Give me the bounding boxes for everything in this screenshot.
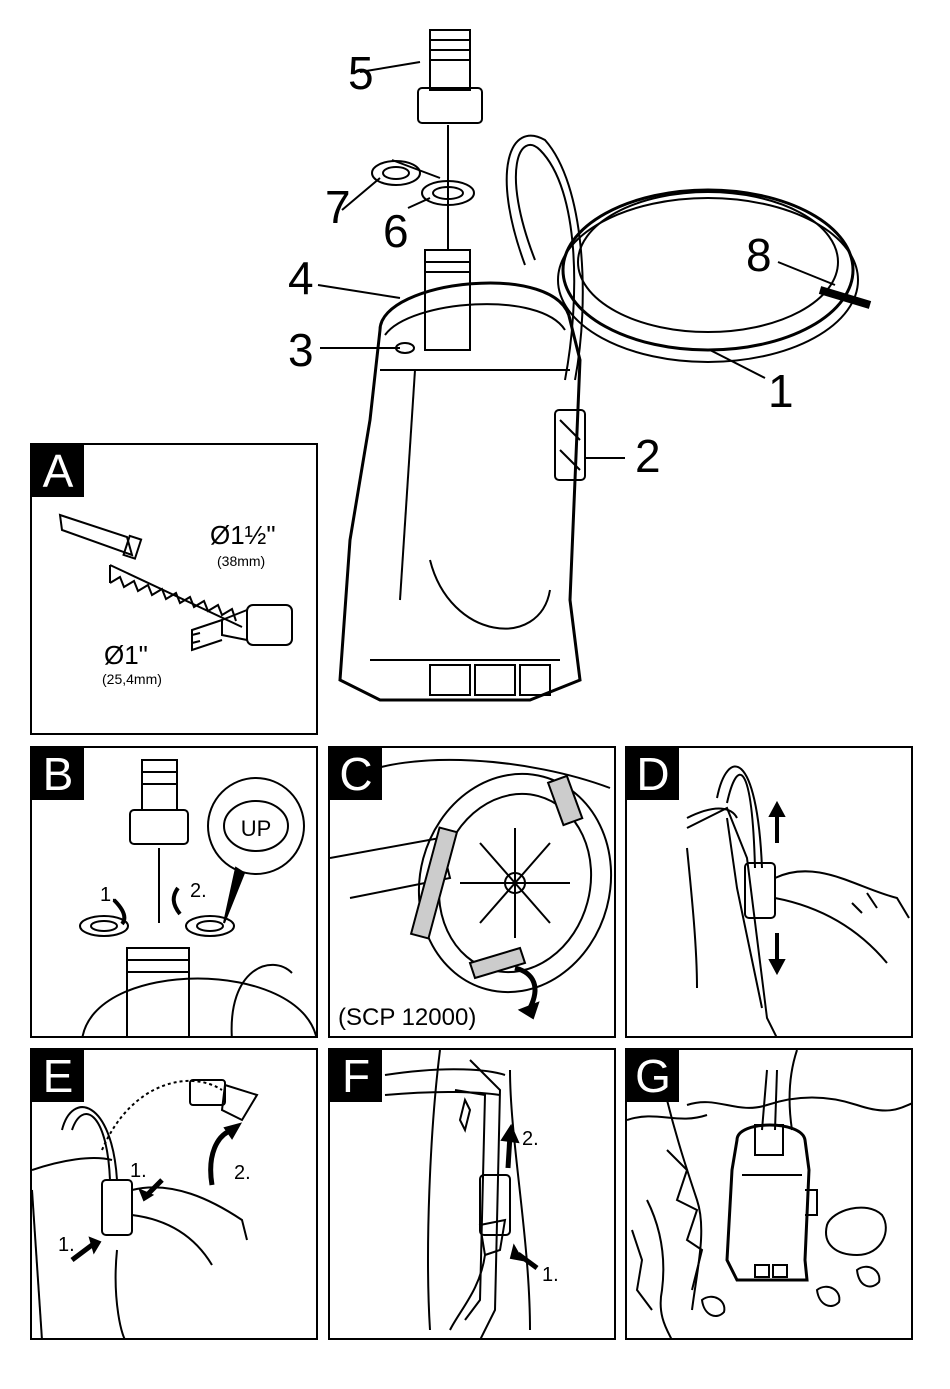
float-switch-adjust-drawing: [627, 748, 913, 1038]
step-1a-label: 1.: [130, 1160, 147, 1183]
callout-5: 5: [348, 50, 374, 96]
panel-e: E 1. 1. 2.: [30, 1048, 318, 1340]
callout-3: 3: [288, 327, 314, 373]
diameter-large-label: Ø1½": [210, 520, 276, 551]
callout-1: 1: [768, 368, 794, 414]
pump-drawing: [280, 0, 920, 720]
panel-f: F 1. 2.: [328, 1048, 616, 1340]
callout-2: 2: [635, 433, 661, 479]
up-mark: UP: [241, 816, 272, 841]
saw-and-connector-drawing: [32, 445, 318, 735]
panel-b: B UP 1. 2.: [30, 746, 318, 1038]
submerged-pump-drawing: [627, 1050, 913, 1340]
callout-8: 8: [746, 232, 772, 278]
step-1-label: 1.: [100, 884, 117, 907]
inlet-filter-drawing: [330, 748, 616, 1038]
main-pump-illustration: 1 2 3 4 5 6 7 8: [280, 0, 920, 720]
diameter-small-label: Ø1": [104, 640, 148, 671]
callout-4: 4: [288, 255, 314, 301]
step-1-label: 1.: [542, 1264, 559, 1287]
panel-g: G: [625, 1048, 913, 1340]
panel-c: C (SCP 12000): [328, 746, 616, 1038]
panel-a: A Ø1½" (38mm) Ø1" (25,4mm): [30, 443, 318, 735]
model-label: (SCP 12000): [338, 1004, 476, 1032]
ring-assembly-drawing: UP: [32, 748, 318, 1038]
step-2-label: 2.: [190, 880, 207, 903]
step-2-label: 2.: [522, 1128, 539, 1151]
float-switch-lock-drawing: [330, 1050, 616, 1340]
callout-7: 7: [325, 184, 351, 230]
step-2-label: 2.: [234, 1162, 251, 1185]
float-switch-release-drawing: [32, 1050, 318, 1340]
step-1b-label: 1.: [58, 1234, 75, 1257]
mm-large-label: (38mm): [217, 553, 265, 569]
panel-d: D: [625, 746, 913, 1038]
callout-6: 6: [383, 208, 409, 254]
mm-small-label: (25,4mm): [102, 671, 162, 687]
